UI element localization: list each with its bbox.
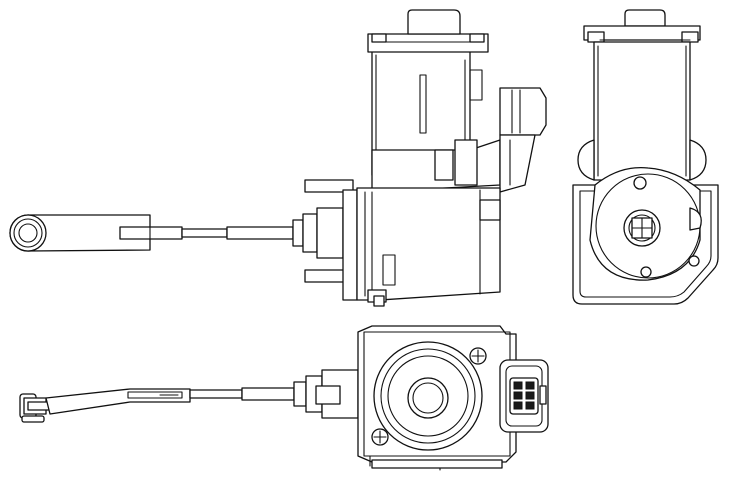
lever-arm-top xyxy=(45,388,191,415)
flange-plate xyxy=(342,189,358,301)
side-connector xyxy=(499,87,547,136)
end-top-cap xyxy=(624,9,666,27)
electrical-connector xyxy=(499,359,549,433)
actuator-end-view xyxy=(572,9,719,305)
screw-icon xyxy=(371,428,389,446)
center-boss xyxy=(407,377,449,419)
end-bolt-hole xyxy=(688,255,700,267)
lever-stud xyxy=(19,393,53,423)
mounting-stud xyxy=(304,179,354,193)
actuator-rod-top xyxy=(189,389,243,399)
end-bolt-hole xyxy=(640,266,652,278)
rod-clamp xyxy=(119,226,183,240)
actuator-side-view xyxy=(9,9,547,307)
end-bolt-hole xyxy=(633,176,647,190)
actuator-top-view xyxy=(19,325,549,471)
actuator-rod xyxy=(181,228,228,238)
end-motor-can xyxy=(593,41,691,181)
screw-icon xyxy=(469,347,487,365)
gear-housing xyxy=(356,187,501,301)
